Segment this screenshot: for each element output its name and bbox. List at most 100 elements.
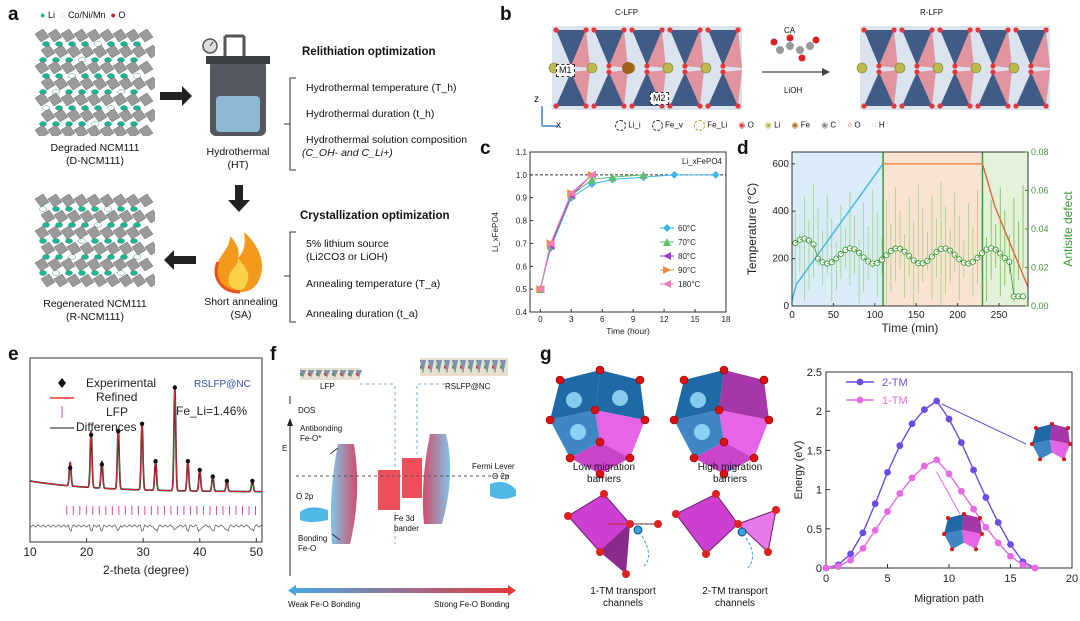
c-legend-marker <box>663 224 671 232</box>
h-atom-icon: ○ <box>871 120 877 130</box>
d-region <box>792 152 884 306</box>
lfp-structure-strip <box>300 368 362 380</box>
high-line2: barriers <box>713 474 747 485</box>
o2p-left-label: O 2p <box>296 492 314 501</box>
e-xlabel: 2-theta (degree) <box>103 563 189 577</box>
g-arrow-2tm <box>941 403 1027 445</box>
high-line1: High migration <box>697 462 763 473</box>
g-xtick-label: 5 <box>884 573 890 585</box>
g-data-point <box>994 519 1002 526</box>
c-ytick-label: 0.9 <box>516 194 528 203</box>
fe3d-line1: Fe 3d <box>394 514 415 523</box>
axis-z: z <box>534 94 539 105</box>
g-ylabel: Energy (eV) <box>793 441 805 500</box>
g-data-point <box>957 439 965 446</box>
hydrothermal-caption: Hydrothermal (HT) <box>198 146 278 171</box>
tm2-line2: channels <box>714 598 756 609</box>
energy-label: E <box>282 444 288 453</box>
strong-bonding-label: Strong Fe-O Bonding <box>434 600 510 609</box>
c-legend-label: 70°C <box>678 238 696 247</box>
relithiation-item-2: Hydrothermal duration (t_h) <box>306 108 435 120</box>
g-data-point <box>921 406 928 414</box>
e-legend-experimental: Experimental <box>86 376 156 390</box>
o-atom-icon: ◉ <box>738 120 746 130</box>
e-xtick-label: 50 <box>250 545 264 559</box>
g-legend-label: 2-TM <box>882 377 908 389</box>
e-peak-point <box>224 478 230 484</box>
c-ytick-label: 0.4 <box>516 308 528 317</box>
panel-label-a: a <box>8 4 19 25</box>
degraded-crystal-image <box>35 28 155 136</box>
relithiation-item-4: (C_OH- and C_Li+) <box>302 147 393 159</box>
relithiation-title: Relithiation optimization <box>302 46 436 58</box>
c-data-point <box>711 170 720 179</box>
d-y2tick-label: 0.00 <box>1031 301 1049 311</box>
g-series-line <box>825 400 1036 569</box>
c-plot-frame <box>529 151 727 313</box>
fe-atom-icon: ◉ <box>791 120 799 130</box>
legend-li: Li <box>47 10 55 20</box>
crystallization-item-1: 5% lithium source <box>306 238 389 250</box>
g-data-point <box>859 529 867 537</box>
d-y2label: Antisite defect <box>1061 191 1075 267</box>
g-data-point <box>884 508 891 515</box>
e-legend-refined: Refined <box>96 390 137 404</box>
d-xtick-label: 50 <box>828 310 840 321</box>
annealing-name: Short annealing <box>204 296 278 308</box>
e-xtick-label: 30 <box>136 545 150 559</box>
panel-a: ● Li ○ Co/Ni/Mn ● O Degraded NCM111 (D-N… <box>0 0 480 330</box>
e-sample-label: RSLFP@NC <box>194 379 251 390</box>
g-data-point <box>822 564 830 572</box>
tm2-line1: 2-TM transport <box>702 586 768 597</box>
panel-label-e: e <box>8 344 19 365</box>
antibonding-label: Antibonding Fe-O* <box>300 424 342 443</box>
g-data-point <box>847 550 854 558</box>
d-xtick-label: 100 <box>866 310 883 321</box>
legend-o: O <box>118 10 126 20</box>
tm1-line1: 1-TM transport <box>590 586 656 597</box>
legend-b-o2: O <box>854 120 861 130</box>
rslfp-label: RSLFP@NC <box>445 382 491 391</box>
c-legend-label: 90°C <box>678 266 696 275</box>
e-legend-lfp: LFP <box>106 405 128 419</box>
regenerated-name: Regenerated NCM111 <box>43 298 147 310</box>
hydrothermal-reactor-icon <box>202 34 270 136</box>
low-barrier-caption: Low migration barriers <box>554 462 654 486</box>
c-legend-label: 180°C <box>678 280 701 289</box>
low-line1: Low migration <box>572 462 636 473</box>
e-xtick-label: 20 <box>80 545 94 559</box>
g-data-point <box>957 487 965 495</box>
c-xtick-label: 0 <box>538 315 543 324</box>
g-arrow-1tm <box>936 471 961 515</box>
degraded-name: Degraded NCM111 <box>50 142 140 154</box>
d-y2tick-label: 0.02 <box>1031 263 1049 273</box>
legend-b: Li_i Fe_v Fe_Li ◉ O ◉ Li ◉ Fe ◉ C ○ O ○ … <box>615 120 885 131</box>
reagent-ca: CA <box>784 26 796 35</box>
g-ytick-label: 2.5 <box>807 367 822 379</box>
antibonding-line1: Antibonding <box>300 424 343 433</box>
g-data-point <box>871 500 879 508</box>
site-m1: M1 <box>556 64 575 77</box>
g-inset-1tm-structure <box>942 512 984 552</box>
g-data-point <box>908 474 916 482</box>
d-xtick-label: 0 <box>789 310 795 321</box>
panel-label-b: b <box>500 4 512 25</box>
rslfp-structure-strip <box>420 358 508 376</box>
d-ytick-label: 600 <box>772 159 789 170</box>
axis-x: x <box>556 120 561 131</box>
legend-b-o: O <box>747 120 754 130</box>
g-data-point <box>896 442 904 450</box>
regenerated-abbr: (R-NCM111) <box>66 310 124 323</box>
degraded-caption: Degraded NCM111 (D-NCM111) <box>30 142 160 167</box>
d-y2tick-label: 0.04 <box>1031 224 1049 234</box>
hydrothermal-name: Hydrothermal <box>206 146 270 158</box>
g-ytick-label: 1.5 <box>807 445 822 457</box>
tm1-line2: channels <box>602 598 644 609</box>
c-ytick-label: 0.5 <box>516 285 528 294</box>
g-ytick-label: 2 <box>816 406 822 418</box>
e-legend-experimental-marker <box>58 378 66 388</box>
c-xtick-label: 3 <box>569 315 574 324</box>
legend-b-li-i: Li_i <box>628 120 641 130</box>
